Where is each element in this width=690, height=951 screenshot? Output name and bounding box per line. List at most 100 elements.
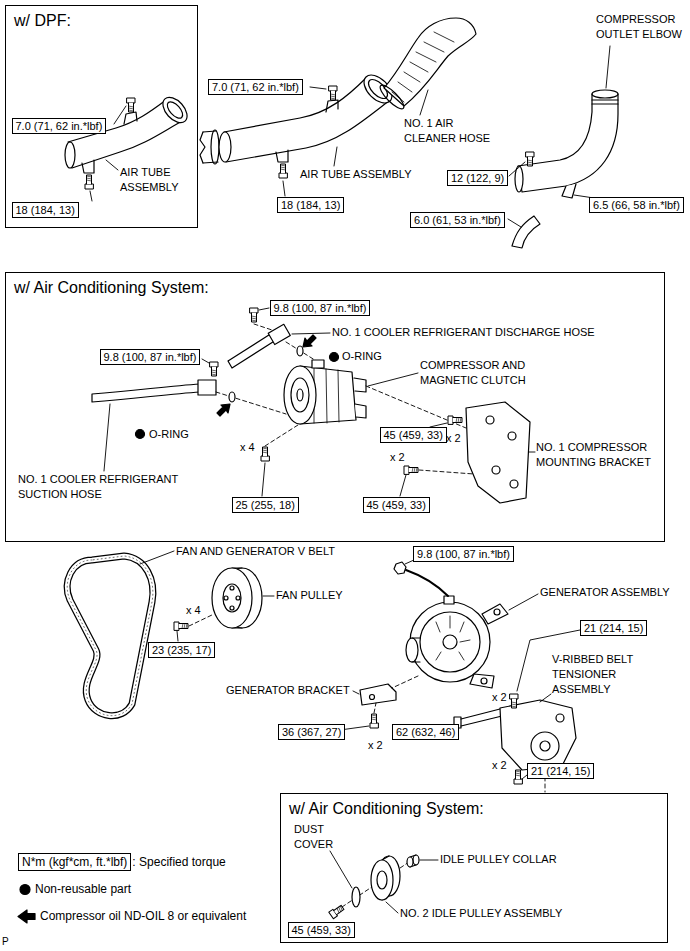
generator-bracket [370, 695, 375, 700]
bolt [85, 175, 93, 189]
torque-spec-box: 25 (255, 18) [232, 497, 299, 513]
v-belt [67, 556, 153, 716]
discharge-hose [228, 308, 339, 368]
generator [412, 638, 420, 662]
compressor-bracket [448, 416, 462, 424]
generator-bracket [374, 703, 376, 713]
option-panel: w/ DPF:7.0 (71, 62 in.*lbf)18 (184, 13) [5, 5, 198, 228]
compressor [312, 360, 324, 368]
torque-value: 9.8 (100, 87 in.*lbf) [417, 547, 510, 561]
torque-value: 12 (122, 9) [451, 171, 504, 185]
part-name: AIR TUBE ASSEMBLY [300, 167, 411, 182]
torque-spec-box: 62 (632, 46) [392, 724, 459, 740]
figure-code: P [2, 934, 9, 949]
discharge-hose [268, 324, 290, 344]
idle-pulley [371, 860, 393, 900]
part-name: NO. 2 IDLE PULLEY ASSEMBLY [400, 906, 562, 921]
fan-pulley [230, 586, 234, 590]
compressor-bracket [404, 466, 418, 474]
torque-spec-box: 6.0 (61, 53 in.*lbf) [410, 212, 505, 228]
quantity-mark: x 4 [240, 440, 255, 455]
part-name: COMPRESSOR OUTLET ELBOW [596, 12, 686, 42]
torque-value: 36 (367, 27) [282, 725, 341, 739]
part-name: FAN PULLEY [276, 588, 343, 603]
idle-pulley [407, 857, 413, 867]
compressor [366, 386, 466, 428]
legend-text: Non-reusable part [35, 882, 131, 897]
air-tube [219, 132, 231, 162]
leader-line [508, 219, 521, 227]
compressor-bracket [492, 466, 500, 474]
torque-spec-box: 45 (459, 33) [363, 497, 430, 513]
part-name: GENERATOR ASSEMBLY [540, 585, 670, 600]
suction-hose [92, 362, 286, 439]
torque-value: 6.5 (66, 58 in.*lbf) [593, 198, 680, 212]
belt-tensioner [514, 770, 522, 784]
part-name: O-RING [149, 427, 189, 442]
torque-spec-box: 18 (184, 13) [277, 197, 344, 213]
fan-pulley [230, 606, 234, 610]
torque-value: 62 (632, 46) [396, 725, 455, 739]
quantity-mark: x 2 [446, 431, 461, 446]
v-belt [67, 556, 153, 716]
part-name: GENERATOR BRACKET [226, 683, 350, 698]
quantity-mark: x 2 [492, 758, 507, 773]
compressor-outlet-elbow [526, 152, 534, 166]
compressor-bracket [419, 470, 474, 474]
air-cleaner-hose [377, 18, 476, 112]
discharge-hose [228, 333, 276, 368]
quantity-mark: x 4 [186, 603, 201, 618]
idle-pulley [342, 860, 412, 907]
idle-pulley [413, 855, 419, 865]
leader-line [540, 694, 551, 702]
torque-value: 21 (214, 15) [584, 621, 643, 635]
torque-spec-box: 45 (459, 33) [380, 427, 447, 443]
panel-heading: w/ Air Conditioning System: [14, 278, 209, 297]
discharge-hose [297, 346, 303, 356]
option-panel: w/ Air Conditioning System: 9.8 (100, 87 … [5, 272, 665, 542]
leader-line [330, 851, 438, 913]
generator [482, 604, 508, 624]
suction-hose [210, 362, 218, 376]
torque-spec-box: 6.5 (66, 58 in.*lbf) [589, 197, 684, 213]
leader-line [177, 631, 178, 641]
leader-line [353, 691, 359, 694]
idle-pulley [329, 904, 345, 919]
generator [406, 570, 448, 596]
torque-spec-box: 21 (214, 15) [527, 763, 594, 779]
torque-value: 9.8 (100, 87 in.*lbf) [104, 350, 197, 364]
suction-hose [229, 392, 235, 402]
air-tube [276, 150, 288, 162]
compressor [314, 368, 339, 423]
bolt [279, 164, 287, 178]
leader-line [368, 373, 418, 386]
suction-hose [136, 430, 145, 439]
leader-line [292, 333, 330, 334]
leader-line [262, 463, 265, 496]
compressor [297, 389, 303, 401]
part-name: IDLE PULLEY COLLAR [440, 852, 557, 867]
air-cleaner-hose [377, 82, 407, 112]
generator [406, 638, 418, 662]
air-tube [226, 100, 390, 162]
bolt [279, 86, 337, 178]
part-name: NO. 1 COOLER REFRIGERANT DISCHARGE HOSE [332, 325, 595, 340]
leader-line [310, 87, 326, 89]
leader-line [140, 551, 580, 779]
torque-value: 45 (459, 33) [292, 923, 351, 937]
leader-line [420, 860, 438, 861]
leader-line [104, 404, 110, 471]
suction-hose [198, 380, 216, 395]
leader-line [386, 902, 398, 913]
leader-line [263, 596, 274, 597]
part-name: NO. 1 COOLER REFRIGERANT SUCTION HOSE [18, 472, 193, 502]
belt-tensioner [500, 700, 576, 770]
compressor-bracket [466, 402, 530, 503]
generator-bracket [370, 714, 378, 728]
leader-line [114, 106, 126, 124]
idle-pulley [352, 887, 360, 907]
leader-line [283, 181, 285, 196]
torque-spec-box: 9.8 (100, 87 in.*lbf) [413, 546, 514, 562]
part-name: NO. 1 COMPRESSOR MOUNTING BRACKET [536, 440, 658, 470]
compressor-outlet-elbow [518, 94, 618, 192]
